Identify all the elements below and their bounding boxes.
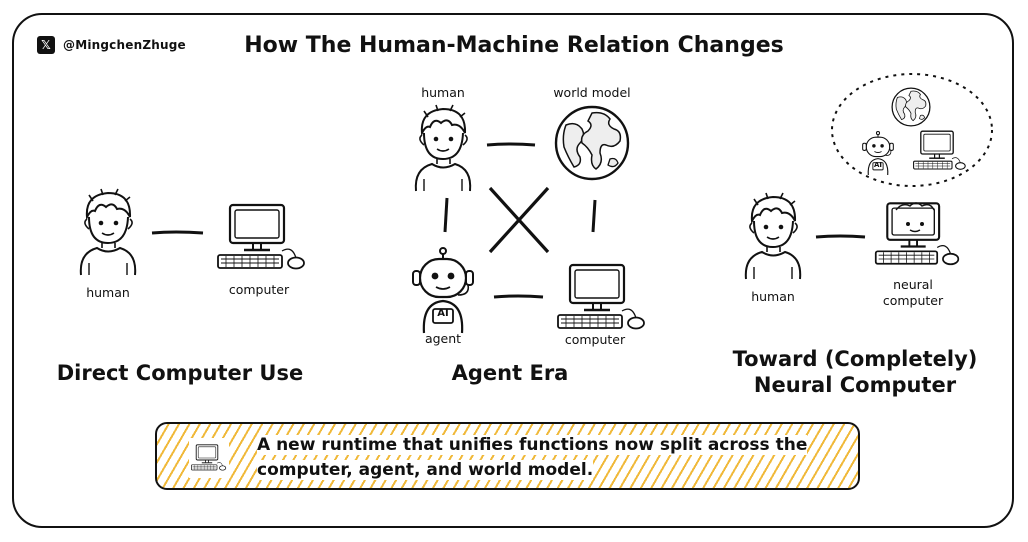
neural-caption-line-2: Neural Computer	[753, 373, 957, 397]
computer-label: computer	[564, 332, 626, 347]
computer-icon	[552, 263, 652, 333]
globe-icon	[890, 86, 932, 128]
banner-text: A new runtime that unifies functions now…	[257, 433, 847, 483]
world-computer-link	[591, 199, 597, 233]
human-label: human	[86, 285, 130, 300]
neural-computer-label-1: neural	[893, 277, 933, 292]
human-figure	[408, 102, 478, 194]
world-model-label: world model	[553, 85, 631, 100]
robot-icon	[860, 130, 896, 176]
neural-computer-icon	[870, 200, 966, 270]
neural-computer-label-2: computer	[882, 293, 944, 308]
human-agent-link	[443, 197, 449, 233]
page-title: How The Human-Machine Relation Changes	[244, 33, 784, 58]
human-label: human	[421, 85, 465, 100]
robot-icon	[408, 245, 478, 335]
agent-badge: AI	[437, 308, 449, 319]
direct-link	[151, 230, 204, 235]
robot-badge: AI	[873, 161, 883, 169]
neural-caption-line-1: Toward (Completely)	[732, 347, 978, 371]
human-figure	[73, 186, 143, 278]
handle-text: @MingchenZhuge	[63, 38, 186, 52]
agent-computer-link	[493, 294, 544, 299]
computer-icon	[910, 130, 970, 172]
human-label: human	[751, 289, 795, 304]
agent-world-link	[488, 186, 550, 254]
agent-label: agent	[424, 331, 462, 346]
human-figure	[738, 190, 808, 282]
banner-text-line-1: A new runtime that unifies functions now…	[257, 435, 808, 455]
agent-era-caption: Agent Era	[451, 361, 569, 385]
neural-link	[815, 234, 866, 239]
author-handle[interactable]: 𝕏 @MingchenZhuge	[37, 36, 186, 54]
banner-text-line-2: computer, agent, and world model.	[257, 460, 594, 480]
neural-computer-icon	[189, 438, 229, 478]
computer-label: computer	[228, 282, 290, 297]
human-world-link	[486, 142, 536, 147]
dotted-cloud	[831, 73, 993, 187]
computer-icon	[212, 203, 312, 273]
direct-use-caption: Direct Computer Use	[56, 361, 304, 385]
x-logo-icon: 𝕏	[37, 36, 55, 54]
summary-banner: A new runtime that unifies functions now…	[155, 422, 860, 490]
globe-icon	[552, 103, 632, 183]
